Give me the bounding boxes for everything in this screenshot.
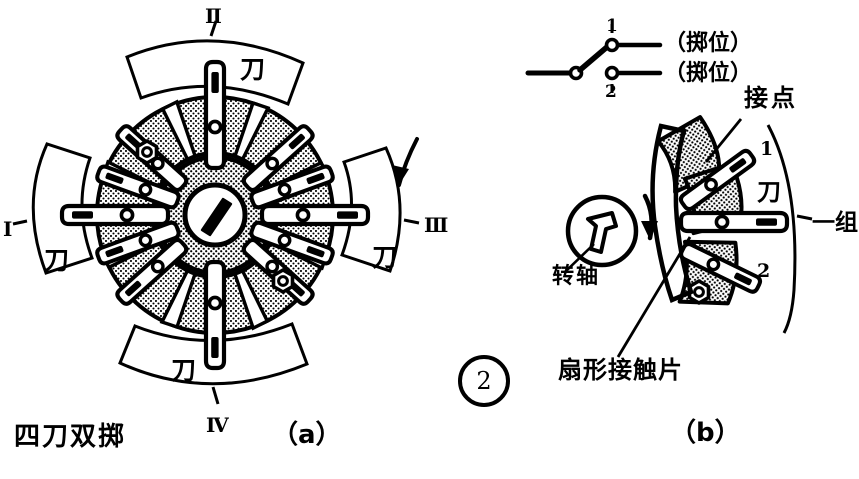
- figure-number-badge: 2: [458, 355, 510, 407]
- fan-contact-strip-label: 扇形接触片: [558, 356, 683, 384]
- group-marker-I: Ⅰ: [3, 217, 13, 241]
- rotating-shaft-icon: [564, 194, 639, 273]
- panel-a-caption: （a）: [272, 420, 342, 450]
- panel-a-title: 四刀双掷: [14, 422, 127, 452]
- schematic-terminal-1-label: （掷位）: [664, 31, 753, 56]
- rotation-arrow-icon: [392, 137, 419, 187]
- group-bracket-b: [766, 124, 813, 334]
- group-bracket-II: [125, 20, 305, 106]
- spdt-schematic-symbol: [525, 24, 663, 93]
- group-bracket-I: [12, 142, 94, 275]
- group-marker-III: Ⅲ: [424, 213, 449, 237]
- blade-label-top: 刀: [240, 55, 266, 84]
- schematic-terminal-1-number: 1: [606, 16, 618, 36]
- panel-b-caption: （b）: [670, 418, 741, 448]
- throw-number-2: 2: [757, 260, 771, 282]
- blade-label-bottom: 刀: [171, 356, 197, 385]
- rotating-shaft-label: 转轴: [552, 264, 601, 289]
- throw-number-1: 1: [760, 138, 774, 160]
- blade-label-left: 刀: [44, 246, 70, 275]
- blade-label-b: 刀: [757, 178, 781, 206]
- group-label-b: 一组: [812, 210, 858, 236]
- schematic-terminal-2-label: （掷位）: [664, 61, 753, 86]
- schematic-terminal-2-number: 2: [605, 82, 617, 102]
- group-marker-IV: Ⅳ: [206, 413, 229, 437]
- figure-number-badge-text: 2: [476, 367, 492, 395]
- panel-b-leader-lines: [616, 118, 743, 358]
- slotted-screw-icon: [200, 197, 233, 237]
- group-marker-II: Ⅱ: [205, 4, 222, 28]
- panel-b-rotation-arrow-icon: [641, 193, 658, 241]
- group-bracket-IV: [118, 322, 309, 405]
- contact-point-label: 接点: [744, 84, 798, 112]
- blade-label-right: 刀: [372, 243, 398, 272]
